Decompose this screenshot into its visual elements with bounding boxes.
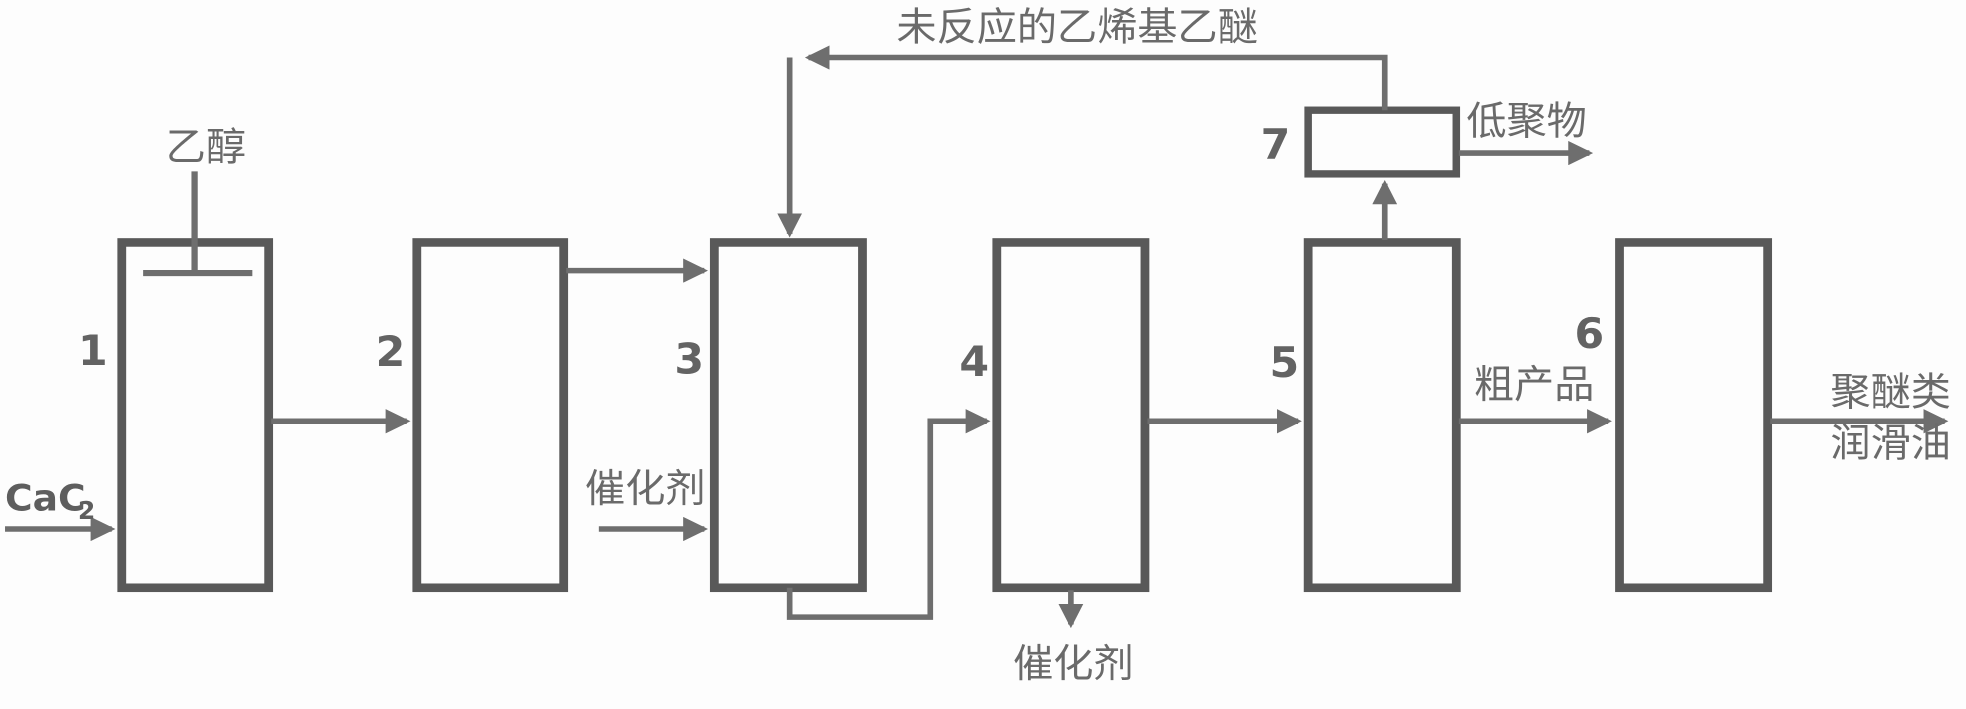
cac2-label: CaC bbox=[5, 476, 86, 519]
cac2-subscript: 2 bbox=[78, 496, 95, 525]
unit-3-box bbox=[709, 238, 867, 593]
unit-2-number: 2 bbox=[376, 328, 406, 376]
unit-6-box bbox=[1615, 238, 1773, 593]
unit-4-box bbox=[992, 238, 1150, 593]
recycle-line-top bbox=[804, 45, 1388, 111]
catalyst-in-label: 催化剂 bbox=[585, 467, 706, 512]
unit-1-box bbox=[117, 238, 274, 593]
arrow-unit3-to-unit4 bbox=[786, 409, 991, 620]
unit-5-box bbox=[1303, 238, 1461, 593]
ethanol-label: 乙醇 bbox=[166, 125, 246, 170]
catalyst-out-label: 催化剂 bbox=[1013, 642, 1134, 687]
unit-5-number: 5 bbox=[1269, 339, 1299, 387]
product-label-line1: 聚醚类 bbox=[1830, 370, 1951, 415]
oligomer-label: 低聚物 bbox=[1466, 99, 1587, 144]
product-label-line2: 润滑油 bbox=[1830, 421, 1951, 466]
unit-4-number: 4 bbox=[959, 337, 989, 385]
unit-6-number: 6 bbox=[1575, 309, 1605, 357]
recycle-label: 未反应的乙烯基乙醚 bbox=[896, 5, 1257, 50]
unit-2-box bbox=[412, 238, 569, 593]
crude-product-label: 粗产品 bbox=[1474, 362, 1595, 407]
unit-7-box bbox=[1304, 106, 1461, 178]
unit-7-number: 7 bbox=[1261, 121, 1291, 169]
unit-1-number: 1 bbox=[78, 326, 108, 374]
unit-3-number: 3 bbox=[674, 335, 704, 383]
